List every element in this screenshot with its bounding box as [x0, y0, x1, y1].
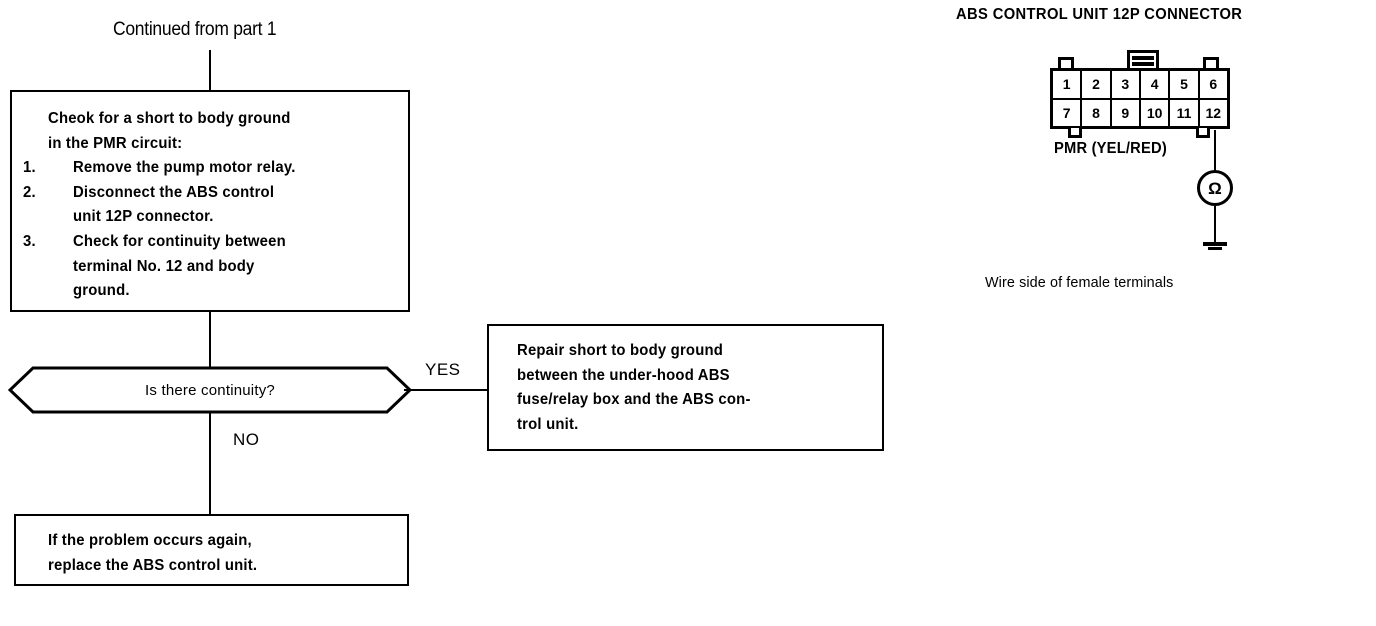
check-step-2-number: 2. [23, 183, 36, 201]
final-line1: If the problem occurs again, [48, 532, 252, 549]
terminal-1: 1 [1053, 71, 1083, 98]
connector-latch-icon [1127, 50, 1159, 70]
connector-caption: Wire side of female terminals [985, 274, 1174, 291]
repair-line4: trol unit. [517, 415, 579, 433]
entry-connector-line [209, 50, 211, 90]
connector-title: ABS CONTROL UNIT 12P CONNECTOR [956, 6, 1243, 23]
yes-branch-line [404, 389, 488, 391]
no-branch-line [209, 412, 211, 515]
check-step-3-line3: ground. [72, 282, 130, 300]
check-step-1-number: 1. [23, 159, 36, 177]
connector-left-tab-icon [1058, 57, 1074, 71]
decision-hexagon-shape [8, 366, 412, 414]
connector-row-top: 1 2 3 4 5 6 [1053, 71, 1227, 100]
connector-row-bottom: 7 8 9 10 11 12 [1053, 99, 1227, 126]
terminal-8: 8 [1082, 99, 1112, 126]
replace-control-unit-text: If the problem occurs again, replace the… [48, 529, 384, 578]
repair-line3: fuse/relay box and the ABS con- [517, 391, 751, 409]
terminal-9: 9 [1112, 99, 1141, 126]
check-step-2-text: Disconnect the ABS control [72, 183, 275, 201]
ground-symbol-icon [1203, 242, 1227, 246]
check-short-box: Cheok for a short to body ground in the … [10, 90, 410, 312]
check-short-box-text: Cheok for a short to body ground in the … [23, 107, 394, 304]
check-step-2-line1: 2. Disconnect the ABS control [23, 181, 394, 206]
decision-question: Is there continuity? [145, 381, 275, 399]
repair-short-box: Repair short to body ground between the … [487, 324, 884, 451]
check-step-1-line1: 1. Remove the pump motor relay. [23, 156, 394, 181]
terminal-5: 5 [1170, 71, 1200, 98]
check-heading-line1: Cheok for a short to body ground [48, 110, 291, 127]
check-heading-line2: in the PMR circuit: [48, 134, 183, 152]
continued-from-part-label: Continued from part 1 [113, 19, 277, 40]
final-line2: replace the ABS control unit. [48, 556, 258, 574]
check-step-3-text: Check for continuity between [72, 232, 286, 250]
check-to-decision-line [209, 312, 211, 367]
terminal-2: 2 [1082, 71, 1112, 98]
yes-branch-label: YES [425, 360, 461, 379]
ohmmeter-icon: Ω [1197, 170, 1233, 206]
connector-terminal-grid: 1 2 3 4 5 6 7 8 9 10 11 12 [1050, 68, 1230, 129]
check-step-3-line2: terminal No. 12 and body [72, 257, 255, 275]
repair-line2: between the under-hood ABS [517, 366, 730, 384]
terminal-6: 6 [1209, 76, 1218, 93]
connector-right-tab-icon [1203, 57, 1219, 71]
connector-right-foot-icon [1196, 128, 1210, 138]
check-step-3-line1: 3. Check for continuity between [23, 230, 394, 255]
replace-control-unit-box: If the problem occurs again, replace the… [14, 514, 409, 586]
check-step-2-line2: unit 12P connector. [72, 208, 214, 226]
repair-short-box-text: Repair short to body ground between the … [517, 339, 863, 437]
connector-latch-detail-1 [1132, 56, 1154, 60]
pmr-wire-label: PMR (YEL/RED) [1054, 140, 1167, 157]
ground-wire-line [1214, 206, 1216, 244]
connector-latch-detail-2 [1132, 62, 1154, 66]
terminal-4: 4 [1141, 71, 1171, 98]
no-branch-label: NO [233, 430, 260, 449]
pmr-wire-line-upper [1214, 130, 1216, 172]
terminal-11: 11 [1170, 99, 1200, 126]
connector-left-foot-icon [1068, 128, 1082, 138]
decision-hexagon: Is there continuity? [8, 366, 412, 414]
terminal-7: 7 [1053, 99, 1083, 126]
terminal-10: 10 [1141, 99, 1171, 126]
repair-line1: Repair short to body ground [517, 342, 724, 359]
check-step-1-text: Remove the pump motor relay. [72, 159, 296, 177]
terminal-3: 3 [1112, 71, 1141, 98]
terminal-12: 12 [1205, 104, 1222, 121]
check-step-3-number: 3. [23, 232, 36, 250]
ground-symbol-bar-2 [1208, 247, 1222, 250]
